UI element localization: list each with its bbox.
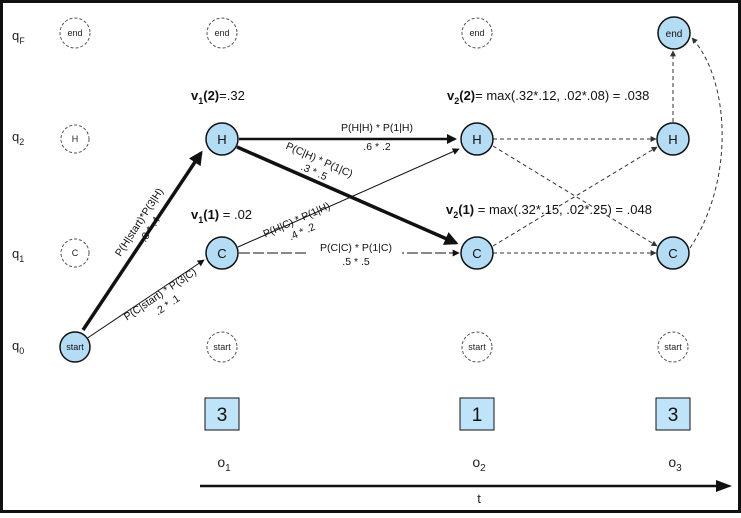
node-end xyxy=(657,16,691,50)
state-label-q2: q2 xyxy=(12,129,24,147)
node-label-C: C xyxy=(668,246,677,261)
edge-start-H xyxy=(81,150,203,331)
ghost-label-C: C xyxy=(72,248,79,258)
edge-label-start-H: P(H|start)*P(3|H).8 * .4 xyxy=(113,186,177,266)
edge-C-H xyxy=(237,148,460,248)
ghost-label-end: end xyxy=(67,28,82,38)
observation-box-2 xyxy=(459,397,495,431)
ghost-node-end xyxy=(461,17,493,49)
observation-value-1: 3 xyxy=(217,405,228,426)
node-C-t2 xyxy=(460,236,494,270)
node-label-end: end xyxy=(666,29,683,40)
node-H-t2 xyxy=(460,122,494,156)
viterbi-v1-2: v1(2)=.32 xyxy=(191,88,245,106)
ghost-node-start xyxy=(657,331,689,363)
state-label-q1: q1 xyxy=(12,246,24,264)
ghost-node-start xyxy=(461,331,493,363)
ghost-label-start: start xyxy=(664,342,682,352)
edge-label-start-C: P(C|start) * P(3|C).2 * .1 xyxy=(122,266,206,334)
ghost-label-start: start xyxy=(213,342,231,352)
observation-label-3: o3 xyxy=(668,454,682,474)
dashed-edge-C-end xyxy=(689,37,723,249)
node-label-H: H xyxy=(217,132,226,147)
label-bg xyxy=(337,254,377,266)
ghost-node-H xyxy=(60,124,90,154)
viterbi-v2-2: v2(2)= max(.32*.12, .02*.08) = .038 xyxy=(447,88,649,106)
ghost-label-end: end xyxy=(214,28,229,38)
observation-value-2: 1 xyxy=(472,405,483,426)
state-label-q0: q0 xyxy=(12,338,24,356)
dashed-edge-C-H xyxy=(492,146,658,247)
node-label-start: start xyxy=(66,342,84,352)
edge-H-C xyxy=(236,145,459,245)
ghost-label-end: end xyxy=(469,28,484,38)
observation-value-3: 3 xyxy=(668,405,679,426)
node-H-t1 xyxy=(205,122,239,156)
node-C-t3 xyxy=(656,236,690,270)
ghost-label-start: start xyxy=(468,342,486,352)
label-bg xyxy=(306,240,402,254)
observation-box-3 xyxy=(655,397,691,431)
node-label-C: C xyxy=(472,246,481,261)
node-label-H: H xyxy=(668,132,677,147)
ghost-node-start xyxy=(206,331,238,363)
label-bg xyxy=(330,120,424,134)
viterbi-v2-1: v2(1) = max(.32*.15, .02*.25) = .048 xyxy=(446,202,652,220)
state-label-qF: qF xyxy=(12,28,25,46)
observation-box-1 xyxy=(204,397,240,431)
edge-label-C-C-2: .5 * .5 xyxy=(342,256,370,268)
edge-label-H-H-2: .6 * .2 xyxy=(363,141,391,153)
observation-label-2: o2 xyxy=(472,454,486,474)
node-start xyxy=(59,331,91,363)
edge-start-C xyxy=(85,259,205,340)
edge-label-H-C: P(C|H) * P(1|C).3 * .5 xyxy=(279,140,355,192)
ghost-node-end xyxy=(206,17,238,49)
edge-label-H-H-1: P(H|H) * P(1|H) xyxy=(341,122,413,134)
observation-label-1: o1 xyxy=(217,454,231,474)
ghost-node-end xyxy=(59,17,91,49)
node-H-t3 xyxy=(656,122,690,156)
ghost-node-C xyxy=(60,238,90,268)
node-C-t1 xyxy=(205,236,239,270)
node-label-H: H xyxy=(472,132,481,147)
viterbi-v1-1: v1(1) = .02 xyxy=(191,207,252,225)
node-label-C: C xyxy=(217,246,226,261)
edge-label-C-C-1: P(C|C) * P(1|C) xyxy=(320,242,392,254)
time-axis-arrowhead xyxy=(716,480,732,492)
ghost-label-H: H xyxy=(72,134,79,144)
time-axis-label: t xyxy=(477,491,481,506)
